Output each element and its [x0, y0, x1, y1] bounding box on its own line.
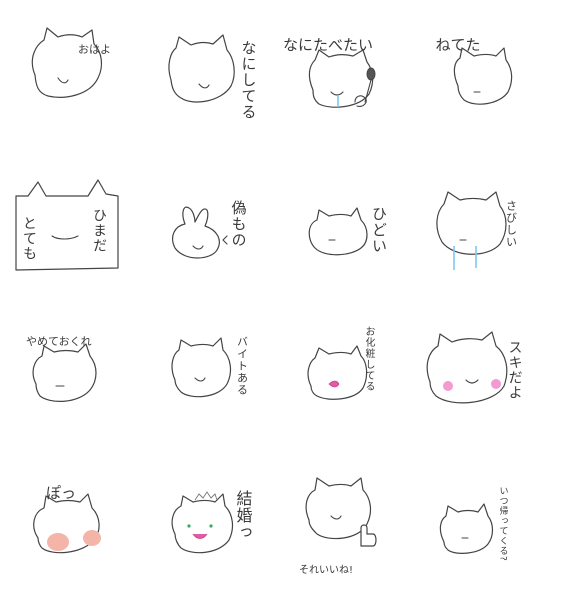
sticker-text: お化粧してる: [363, 326, 374, 392]
cat-face-icon: [426, 331, 507, 404]
cat-face-icon: [435, 191, 507, 270]
sticker-kekkon[interactable]: 結婚っ: [141, 450, 282, 600]
sticker-text: さびしい: [504, 200, 518, 248]
sticker-text: いつ帰ってくる?: [497, 486, 508, 562]
cat-face-icon: [308, 49, 376, 108]
sticker-text: おはよ: [78, 43, 111, 56]
sticker-nanishiteru[interactable]: なにしてる: [141, 0, 282, 150]
cat-face-icon: [33, 493, 101, 554]
cat-face-icon: [170, 337, 231, 398]
sticker-text: 偽もの: [229, 200, 248, 248]
sticker-text: バイトある: [235, 336, 249, 396]
sticker-totemo-hima-da[interactable]: ひまだ とても: [0, 150, 141, 300]
sticker-suki-da-yo[interactable]: スキだよ: [422, 300, 562, 450]
cat-face-icon: [15, 179, 119, 271]
cat-face-icon: [453, 47, 512, 105]
sticker-text: ぽっ: [46, 484, 77, 502]
sticker-yametekure[interactable]: やめておくれ: [0, 300, 141, 450]
sticker-okesho-shiteru[interactable]: お化粧してる: [281, 300, 422, 450]
sticker-text-line2: とても: [21, 216, 37, 261]
sticker-nanitabetai[interactable]: なにたべたい: [281, 0, 422, 150]
sticker-text: ひどい: [370, 206, 388, 254]
rabbit-face-icon: [171, 206, 228, 259]
sticker-baito-aru[interactable]: バイトある: [141, 300, 282, 450]
cat-face-icon: [32, 343, 97, 402]
sticker-text: それいいね!: [299, 565, 354, 576]
sticker-hidoi[interactable]: ひどい: [281, 150, 422, 300]
sticker-text: スキだよ: [506, 340, 523, 400]
cat-face-icon: [307, 345, 368, 400]
sticker-text: なにたべたい: [283, 36, 374, 54]
sticker-netera[interactable]: ねてた: [422, 0, 562, 150]
sticker-sore-ii-ne[interactable]: それいいね!: [281, 450, 422, 600]
cat-face-icon: [31, 27, 103, 98]
cat-face-icon: [171, 491, 233, 554]
sticker-sabishii[interactable]: さびしい: [422, 150, 562, 300]
sticker-text: ねてた: [435, 36, 481, 54]
cat-face-icon: [308, 207, 368, 256]
sticker-text: なにしてる: [239, 40, 258, 120]
sticker-text: 結婚っ: [233, 490, 253, 541]
sticker-text-line1: ひまだ: [91, 208, 107, 253]
cat-face-icon: [167, 34, 235, 103]
sticker-po[interactable]: ぽっ: [0, 450, 141, 600]
sticker-itsu-kaette-kuru[interactable]: いつ帰ってくる?: [422, 450, 562, 600]
sticker-nisemono[interactable]: 偽もの: [141, 150, 282, 300]
sticker-ohayo[interactable]: おはよ: [0, 0, 141, 150]
cat-face-icon: [305, 477, 377, 547]
cat-face-icon: [439, 503, 493, 554]
sticker-text: やめておくれ: [26, 335, 92, 348]
